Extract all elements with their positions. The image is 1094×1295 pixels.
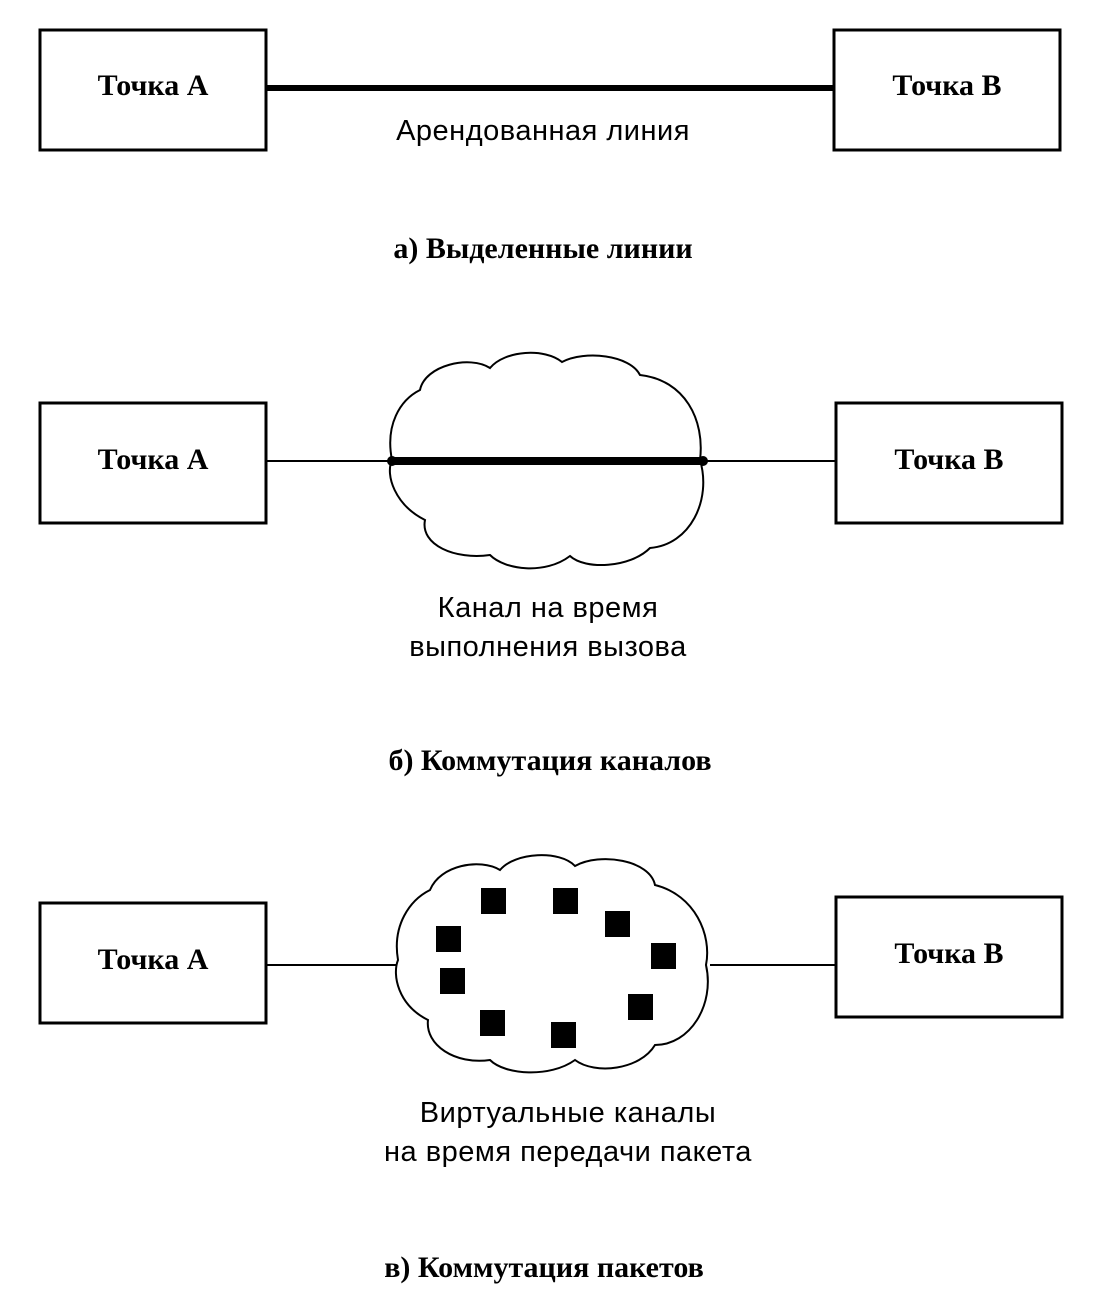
point-b-box xyxy=(834,401,1064,525)
packet-caption-line2: на время передачи пакета xyxy=(384,1136,752,1168)
packet-square xyxy=(480,1010,505,1036)
packet-square xyxy=(605,911,630,937)
packet-square xyxy=(440,968,465,994)
section-circuit-switching: Точка А Точка В Канал на время выполнени… xyxy=(38,351,1064,777)
packet-square xyxy=(481,888,506,914)
point-b-label: Точка В xyxy=(894,937,1003,970)
point-b-label: Точка В xyxy=(892,69,1001,102)
point-a-label: Точка А xyxy=(98,443,209,476)
section-title-circuit: б) Коммутация каналов xyxy=(388,744,711,777)
point-b-box xyxy=(832,28,1062,152)
packet-ring xyxy=(436,888,676,1048)
section-title-packet: в) Коммутация пакетов xyxy=(384,1251,704,1284)
packet-square xyxy=(651,943,676,969)
point-b-box xyxy=(834,895,1064,1019)
section-packet-switching: Точка А Точка В Виртуальные каналы на вр… xyxy=(38,854,1064,1284)
packet-square xyxy=(628,994,653,1020)
packet-square xyxy=(551,1022,576,1048)
point-a-box xyxy=(38,901,268,1025)
point-a-box xyxy=(38,401,268,525)
point-b-label: Точка В xyxy=(894,443,1003,476)
circuit-caption-line1: Канал на время xyxy=(438,592,659,624)
point-a-box xyxy=(38,28,268,152)
packet-square xyxy=(436,926,461,952)
section-title-leased: а) Выделенные линии xyxy=(393,232,692,265)
point-a-label: Точка А xyxy=(98,943,209,976)
circuit-endpoint-left xyxy=(387,456,397,466)
packet-caption-line1: Виртуальные каналы xyxy=(420,1097,716,1129)
packet-square xyxy=(553,888,578,914)
point-a-label: Точка А xyxy=(98,69,209,102)
section-leased-lines: Точка А Точка В Арендованная линия а) Вы… xyxy=(38,28,1062,265)
leased-line-caption: Арендованная линия xyxy=(396,115,690,147)
circuit-caption-line2: выполнения вызова xyxy=(409,631,687,663)
